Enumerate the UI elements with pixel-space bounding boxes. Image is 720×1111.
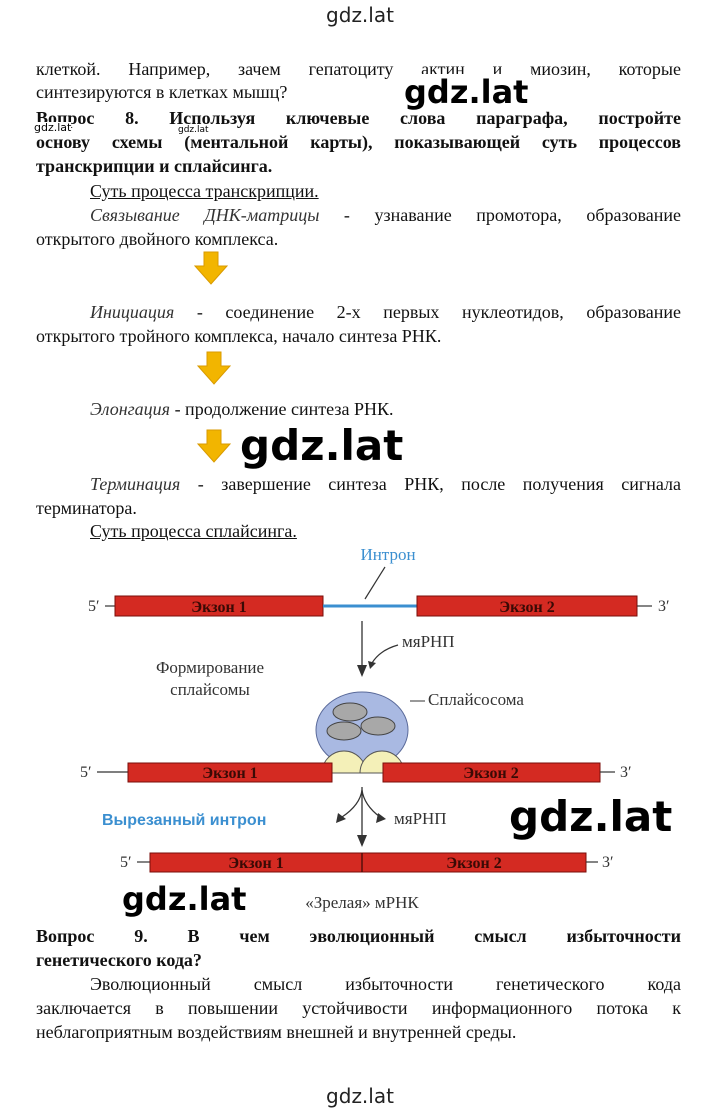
step-term: Инициация	[90, 302, 175, 322]
snrnp-arrow	[371, 644, 399, 664]
exon-1-label: Экзон 1	[228, 855, 283, 872]
snrnp-label-2: мяРНП	[394, 809, 447, 828]
transcription-heading: Суть процесса транскрипции.	[90, 181, 319, 201]
question-8-line-2: основу схемы (ментальной карты), показыв…	[36, 132, 681, 152]
exon-1-label: Экзон 1	[191, 599, 246, 616]
spliceosome-label: Сплайсосома	[428, 690, 524, 709]
transcription-step-2-cont: открытого тройного комплекса, начало син…	[36, 326, 442, 346]
transcription-step-1-cont: открытого двойного комплекса.	[36, 229, 279, 249]
step-desc: - узнавание промотора, образование	[319, 205, 681, 225]
question-8-line-1: Вопрос 8. Используя ключевые слова параг…	[36, 108, 681, 128]
answer-9-line-2: заключается в повышении устойчивости инф…	[36, 998, 681, 1018]
watermark: gdz.lat	[118, 880, 251, 918]
transcription-step-4: Терминация - завершение синтеза РНК, пос…	[90, 473, 681, 495]
arrow-head-icon	[376, 813, 386, 823]
step-desc: - завершение синтеза РНК, после получени…	[180, 474, 681, 494]
down-arrow-icon	[196, 429, 232, 463]
question-9-line-2: генетического кода?	[36, 950, 202, 970]
splicing-heading: Суть процесса сплайсинга.	[90, 521, 297, 541]
spliceosome-subunit	[360, 716, 396, 736]
exon-1-block	[127, 762, 333, 783]
transcription-step-2: Инициация - соединение 2-х первых нуклео…	[90, 301, 681, 323]
arrow-head-icon	[357, 665, 367, 677]
down-arrow-icon	[196, 351, 232, 385]
step-term: Элонгация	[90, 399, 171, 419]
transcription-step-3: Элонгация - продолжение синтеза РНК.	[90, 398, 393, 420]
exon-2-label: Экзон 2	[463, 765, 518, 782]
arrow-head-icon	[357, 835, 367, 847]
answer-9-line-3: неблагоприятным воздействиям внешней и в…	[36, 1022, 517, 1042]
three-prime-label: 3′	[658, 598, 670, 615]
arrow-head-icon	[368, 661, 376, 669]
intro-line-1: клеткой. Например, зачем гепатоциту акти…	[36, 59, 681, 79]
intron-exit-arrow	[341, 789, 363, 818]
down-arrow-icon	[193, 251, 229, 285]
intron-label: Интрон	[360, 545, 415, 564]
five-prime-label: 5′	[88, 598, 100, 615]
transcription-step-1: Связывание ДНК-матрицы - узнавание промо…	[90, 204, 681, 226]
watermark: gdz.lat	[236, 425, 408, 467]
exon-2-label: Экзон 2	[446, 855, 501, 872]
three-prime-label: 3′	[602, 854, 614, 871]
formation-label-2: сплайсомы	[170, 680, 250, 699]
question-8-line-3: транскрипции и сплайсинга.	[36, 156, 273, 176]
watermark: gdz.lat	[178, 124, 209, 136]
watermark: gdz.lat	[400, 74, 533, 110]
step-term: Связывание ДНК-матрицы	[90, 205, 320, 225]
three-prime-label: 3′	[620, 764, 632, 781]
five-prime-label: 5′	[80, 764, 92, 781]
step-desc: - соединение 2-х первых нуклеотидов, обр…	[174, 302, 681, 322]
exon-2-label: Экзон 2	[499, 599, 554, 616]
splicing-diagram: Интрон 5′ Экзон 1 Экзон 2 3′ мяРНП Форми…	[80, 545, 670, 912]
transcription-step-4-cont: терминатора.	[36, 498, 137, 518]
formation-label-1: Формирование	[156, 658, 264, 677]
exon-1-label: Экзон 1	[202, 765, 257, 782]
spliceosome-subunit	[326, 721, 362, 741]
five-prime-label: 5′	[120, 854, 132, 871]
snrnp-label-1: мяРНП	[402, 632, 455, 651]
excised-intron-label: Вырезанный интрон	[102, 812, 266, 829]
watermark: gdz.lat	[505, 796, 677, 838]
intron-pointer-line	[364, 566, 386, 600]
answer-9-line-1: Эволюционный смысл избыточности генетиче…	[90, 974, 681, 994]
step-desc: - продолжение синтеза РНК.	[170, 399, 394, 419]
mature-mrna-label: «Зрелая» мРНК	[305, 893, 419, 912]
site-header[interactable]: gdz.lat	[326, 3, 394, 27]
step-term: Терминация	[90, 474, 181, 494]
intro-line-2: синтезируются в клетках мышц?	[36, 82, 288, 102]
watermark: gdz.lat	[34, 121, 72, 134]
spliceosome-subunit	[332, 702, 368, 722]
question-9-line-1: Вопрос 9. В чем эволюционный смысл избыт…	[36, 926, 681, 946]
site-footer[interactable]: gdz.lat	[326, 1084, 394, 1108]
arrow-head-icon	[336, 813, 346, 823]
snrnp-exit-arrow	[361, 789, 381, 818]
